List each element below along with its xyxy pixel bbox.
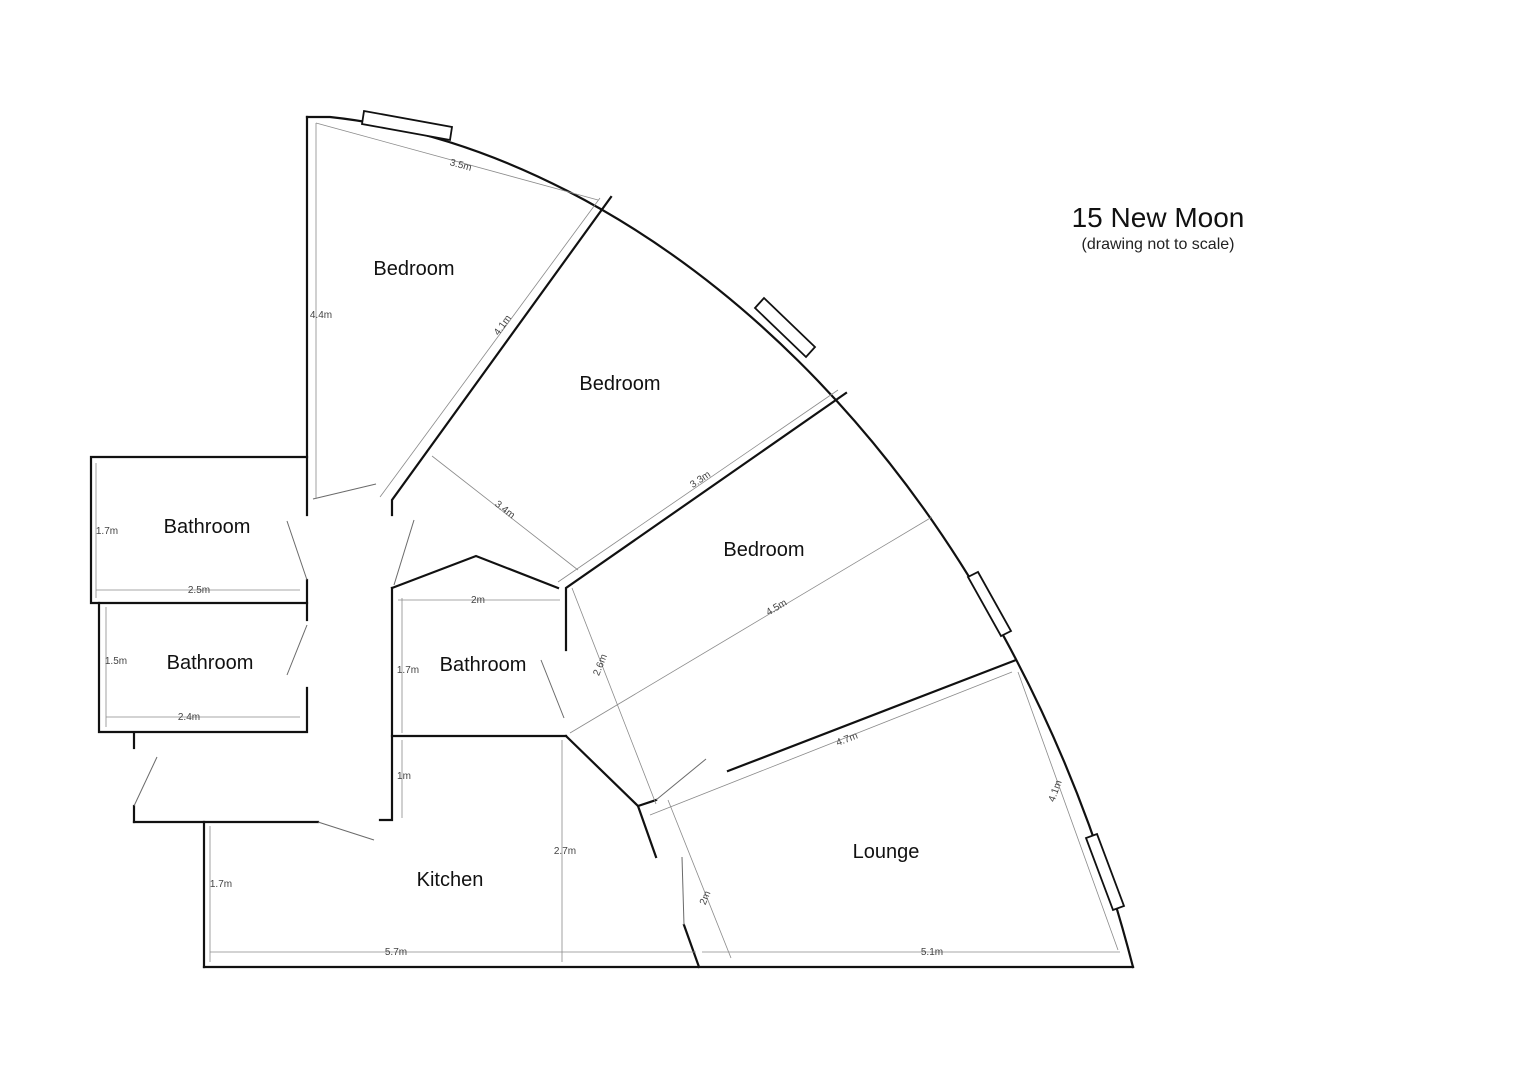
dim-bedroom-3-length: 4.5m	[764, 597, 789, 618]
bedroom-divider-2	[564, 391, 848, 652]
outer-curved-wall	[305, 115, 1135, 969]
kitchen-lounge-wall	[682, 923, 701, 969]
room-label-lounge: Lounge	[853, 841, 920, 863]
room-label-bathroom-3: Bathroom	[440, 654, 527, 676]
dim-kitchen-width: 5.7m	[385, 947, 407, 958]
dim-bathroom-2-height: 1.5m	[105, 656, 127, 667]
dim-hall-depth: 1m	[397, 771, 411, 782]
walls	[89, 115, 1135, 969]
plan-subtitle: (drawing not to scale)	[1082, 236, 1235, 253]
dim-bathroom-2-width: 2.4m	[178, 712, 200, 723]
bedroom-divider-1	[390, 195, 613, 517]
room-label-bedroom-2: Bedroom	[579, 373, 660, 395]
dim-bathroom-3-width: 2m	[471, 595, 485, 606]
room-label-bathroom-1: Bathroom	[164, 516, 251, 538]
bathroom-3-roof	[390, 554, 560, 590]
bathroom-1-walls	[89, 455, 309, 605]
dimension-lines	[95, 122, 1120, 962]
doors	[133, 483, 707, 926]
dim-lounge-width: 5.1m	[921, 947, 943, 958]
window-2	[753, 296, 817, 359]
dim-kitchen-height: 1.7m	[210, 879, 232, 890]
dim-bedroom-2-depth: 3.4m	[492, 499, 516, 521]
room-label-bathroom-2: Bathroom	[167, 652, 254, 674]
windows	[360, 109, 1126, 912]
window-3	[966, 570, 1013, 638]
lounge-door-jamb	[636, 804, 658, 859]
bathroom-3-left-wall	[378, 586, 394, 822]
lounge-diagonal-wall	[564, 734, 658, 808]
room-label-kitchen: Kitchen	[417, 869, 484, 891]
dim-lounge-length: 4.7m	[835, 731, 860, 749]
dim-bedroom-3-depth: 2.6m	[591, 653, 610, 678]
window-4	[1084, 832, 1126, 912]
plan-title: 15 New Moon	[1072, 202, 1245, 233]
dim-bathroom-3-height: 1.7m	[397, 665, 419, 676]
bedroom-divider-3	[726, 658, 1018, 773]
dim-lounge-side: 4.1m	[1047, 779, 1065, 804]
dim-bedroom-1-height: 4.4m	[310, 310, 332, 321]
dim-lounge-entry: 2m	[698, 890, 713, 907]
window-1	[360, 109, 454, 142]
dim-kitchen-depth: 2.7m	[554, 846, 576, 857]
room-label-bedroom-1: Bedroom	[373, 258, 454, 280]
dim-bathroom-1-height: 1.7m	[96, 526, 118, 537]
bathroom-2-walls	[97, 601, 309, 734]
room-label-bedroom-3: Bedroom	[723, 539, 804, 561]
dim-bathroom-1-width: 2.5m	[188, 585, 210, 596]
dim-bedroom-1-width: 3.5m	[448, 157, 472, 173]
